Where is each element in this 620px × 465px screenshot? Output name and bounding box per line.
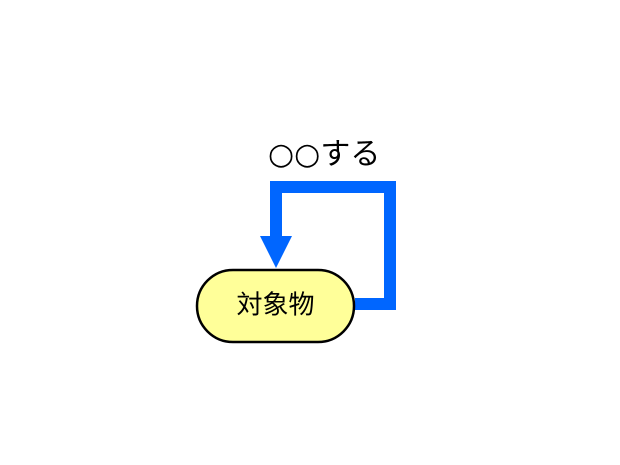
node-label: 対象物: [236, 291, 314, 321]
self-loop-connector: [270, 181, 396, 310]
loop-label: ○○する: [268, 137, 380, 172]
loop-arrowhead: [260, 236, 292, 268]
node-shape: [195, 268, 356, 344]
target-object-node[interactable]: 対象物: [195, 268, 356, 344]
